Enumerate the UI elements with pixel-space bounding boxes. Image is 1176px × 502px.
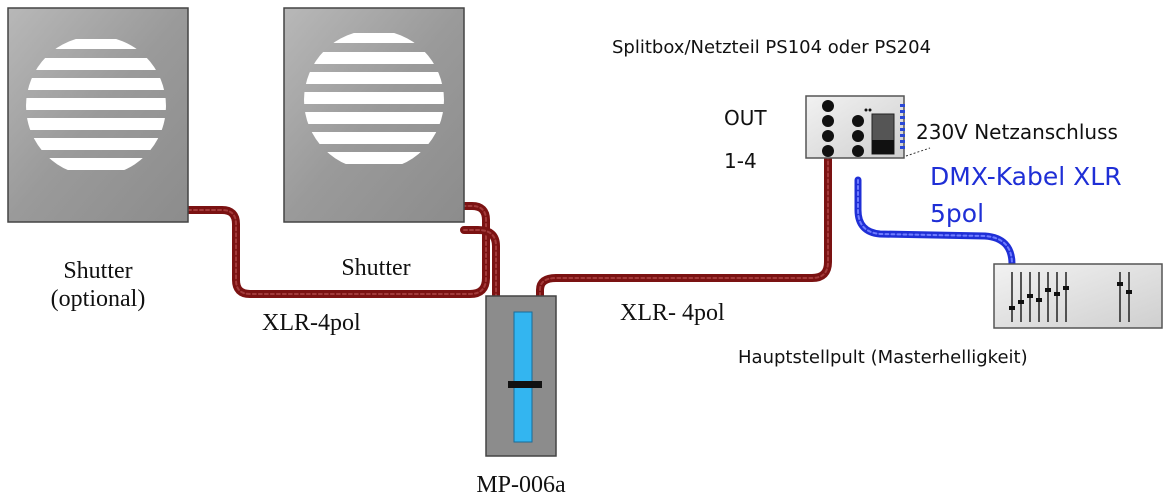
shutter-left-label: Shutter — [63, 258, 132, 284]
dmx-cable — [854, 176, 1016, 268]
shutter-icon — [7, 7, 189, 223]
xlr-cable-left — [184, 202, 490, 298]
cable-left-label: XLR-4pol — [262, 310, 361, 336]
splitbox-title: Splitbox/Netzteil PS104 oder PS204 — [612, 37, 931, 58]
power-label: 230V Netzanschluss — [916, 120, 1118, 144]
power-line — [905, 147, 931, 157]
fader-icon — [485, 295, 557, 457]
dmx-label-line2: 5pol — [930, 199, 984, 228]
shutter-right-label: Shutter — [341, 255, 410, 281]
fader-label: MP-006a — [476, 472, 566, 498]
console-label: Hauptstellpult (Masterhelligkeit) — [738, 347, 1028, 368]
console-icon — [993, 263, 1163, 329]
splitbox-icon — [805, 95, 905, 159]
dmx-label-line1: DMX-Kabel XLR — [930, 162, 1122, 191]
cable-right-label: XLR- 4pol — [620, 300, 725, 326]
out-label: OUT — [724, 106, 767, 130]
out-range-label: 1-4 — [724, 149, 757, 173]
xlr-cable-middle — [460, 226, 500, 300]
shutter-left-sublabel: (optional) — [51, 286, 146, 312]
xlr-cable-right — [536, 154, 832, 300]
shutter-icon — [283, 7, 465, 223]
